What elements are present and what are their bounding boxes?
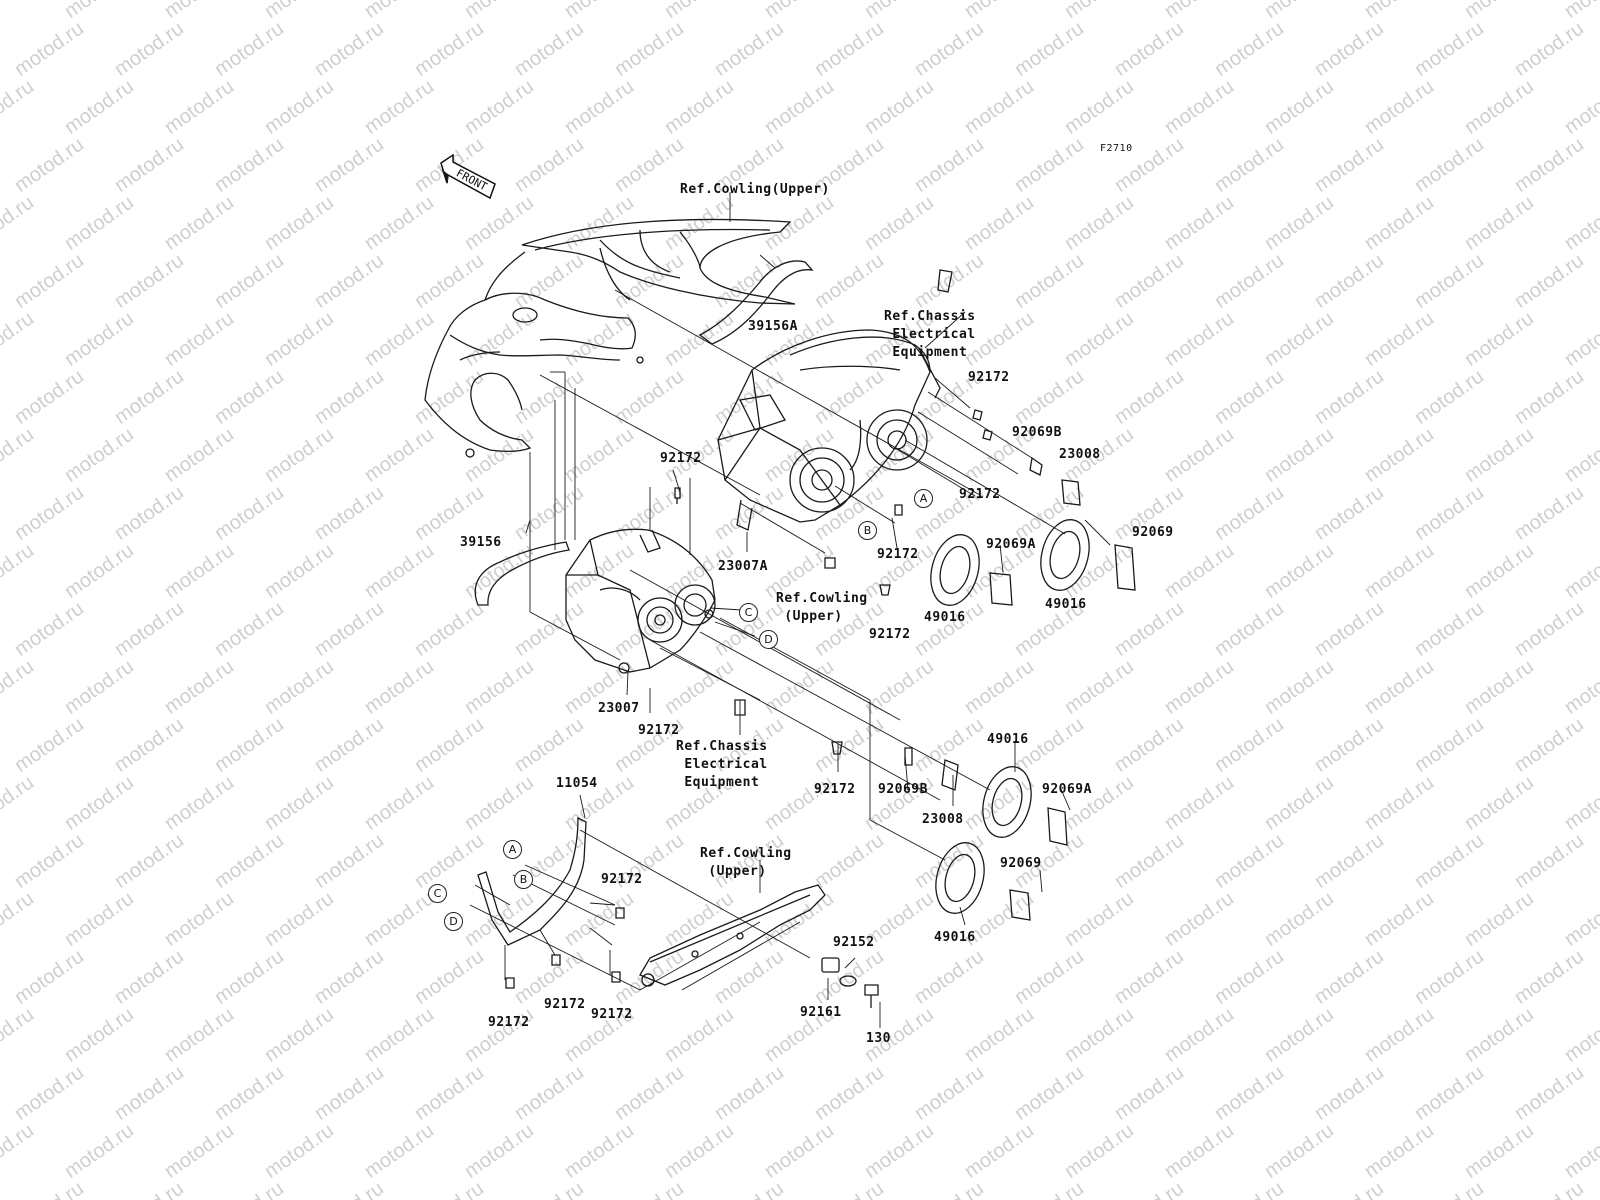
seal-39156A-shape <box>700 261 812 344</box>
part-92172: 92172 <box>601 872 643 887</box>
ref-chassis-electrical-mid: Ref.Chassis Electrical Equipment <box>676 739 768 790</box>
ref-marker-a: A <box>503 840 522 859</box>
part-92172: 92172 <box>968 370 1010 385</box>
part-92069B: 92069B <box>878 782 928 797</box>
seal-39156-shape <box>475 542 569 605</box>
part-130: 130 <box>866 1031 891 1046</box>
diagram-id: F2710 <box>1100 143 1133 154</box>
upper-cowling-shape <box>425 219 795 457</box>
part-92069B: 92069B <box>1012 425 1062 440</box>
small-fasteners <box>506 270 1135 1008</box>
part-92172: 92172 <box>591 1007 633 1022</box>
part-49016: 49016 <box>1045 597 1087 612</box>
ref-marker-b: B <box>858 521 877 540</box>
part-23007A: 23007A <box>718 559 768 574</box>
ref-cowling-upper-top: Ref.Cowling(Upper) <box>680 182 830 197</box>
part-39156A: 39156A <box>748 319 798 334</box>
ref-cowling-upper-mid: Ref.Cowling (Upper) <box>776 591 868 624</box>
part-23007: 23007 <box>598 701 640 716</box>
ref-chassis-electrical-top: Ref.Chassis Electrical Equipment <box>884 309 976 360</box>
part-23008: 23008 <box>1059 447 1101 462</box>
front-arrow-icon: FRONT <box>441 155 495 198</box>
grommet-49016-shapes <box>923 514 1096 918</box>
bracket-11054-shape <box>478 818 586 945</box>
left-headlight-shape <box>566 529 715 673</box>
part-49016: 49016 <box>934 930 976 945</box>
part-92152: 92152 <box>833 935 875 950</box>
part-11054: 11054 <box>556 776 598 791</box>
part-92069: 92069 <box>1132 525 1174 540</box>
ref-cowling-upper-bottom: Ref.Cowling (Upper) <box>700 846 792 879</box>
part-49016: 49016 <box>987 732 1029 747</box>
leader-lines <box>470 192 1110 1028</box>
part-92069: 92069 <box>1000 856 1042 871</box>
ref-marker-d: D <box>444 912 463 931</box>
ref-marker-c: C <box>428 884 447 903</box>
part-49016: 49016 <box>924 610 966 625</box>
part-92172: 92172 <box>660 451 702 466</box>
part-92172: 92172 <box>638 723 680 738</box>
part-92172: 92172 <box>877 547 919 562</box>
part-23008: 23008 <box>922 812 964 827</box>
part-92069A: 92069A <box>1042 782 1092 797</box>
part-92172: 92172 <box>869 627 911 642</box>
ref-marker-c: C <box>739 603 758 622</box>
right-headlight-shape <box>718 330 940 530</box>
ref-marker-b: B <box>514 870 533 889</box>
part-92172: 92172 <box>544 997 586 1012</box>
ref-marker-d: D <box>759 630 778 649</box>
part-92161: 92161 <box>800 1005 842 1020</box>
part-39156: 39156 <box>460 535 502 550</box>
part-92172: 92172 <box>488 1015 530 1030</box>
part-92172: 92172 <box>814 782 856 797</box>
part-92172: 92172 <box>959 487 1001 502</box>
part-92069A: 92069A <box>986 537 1036 552</box>
ref-marker-a: A <box>914 489 933 508</box>
headlight-stay-shape <box>640 885 825 986</box>
front-label: FRONT <box>454 167 490 194</box>
